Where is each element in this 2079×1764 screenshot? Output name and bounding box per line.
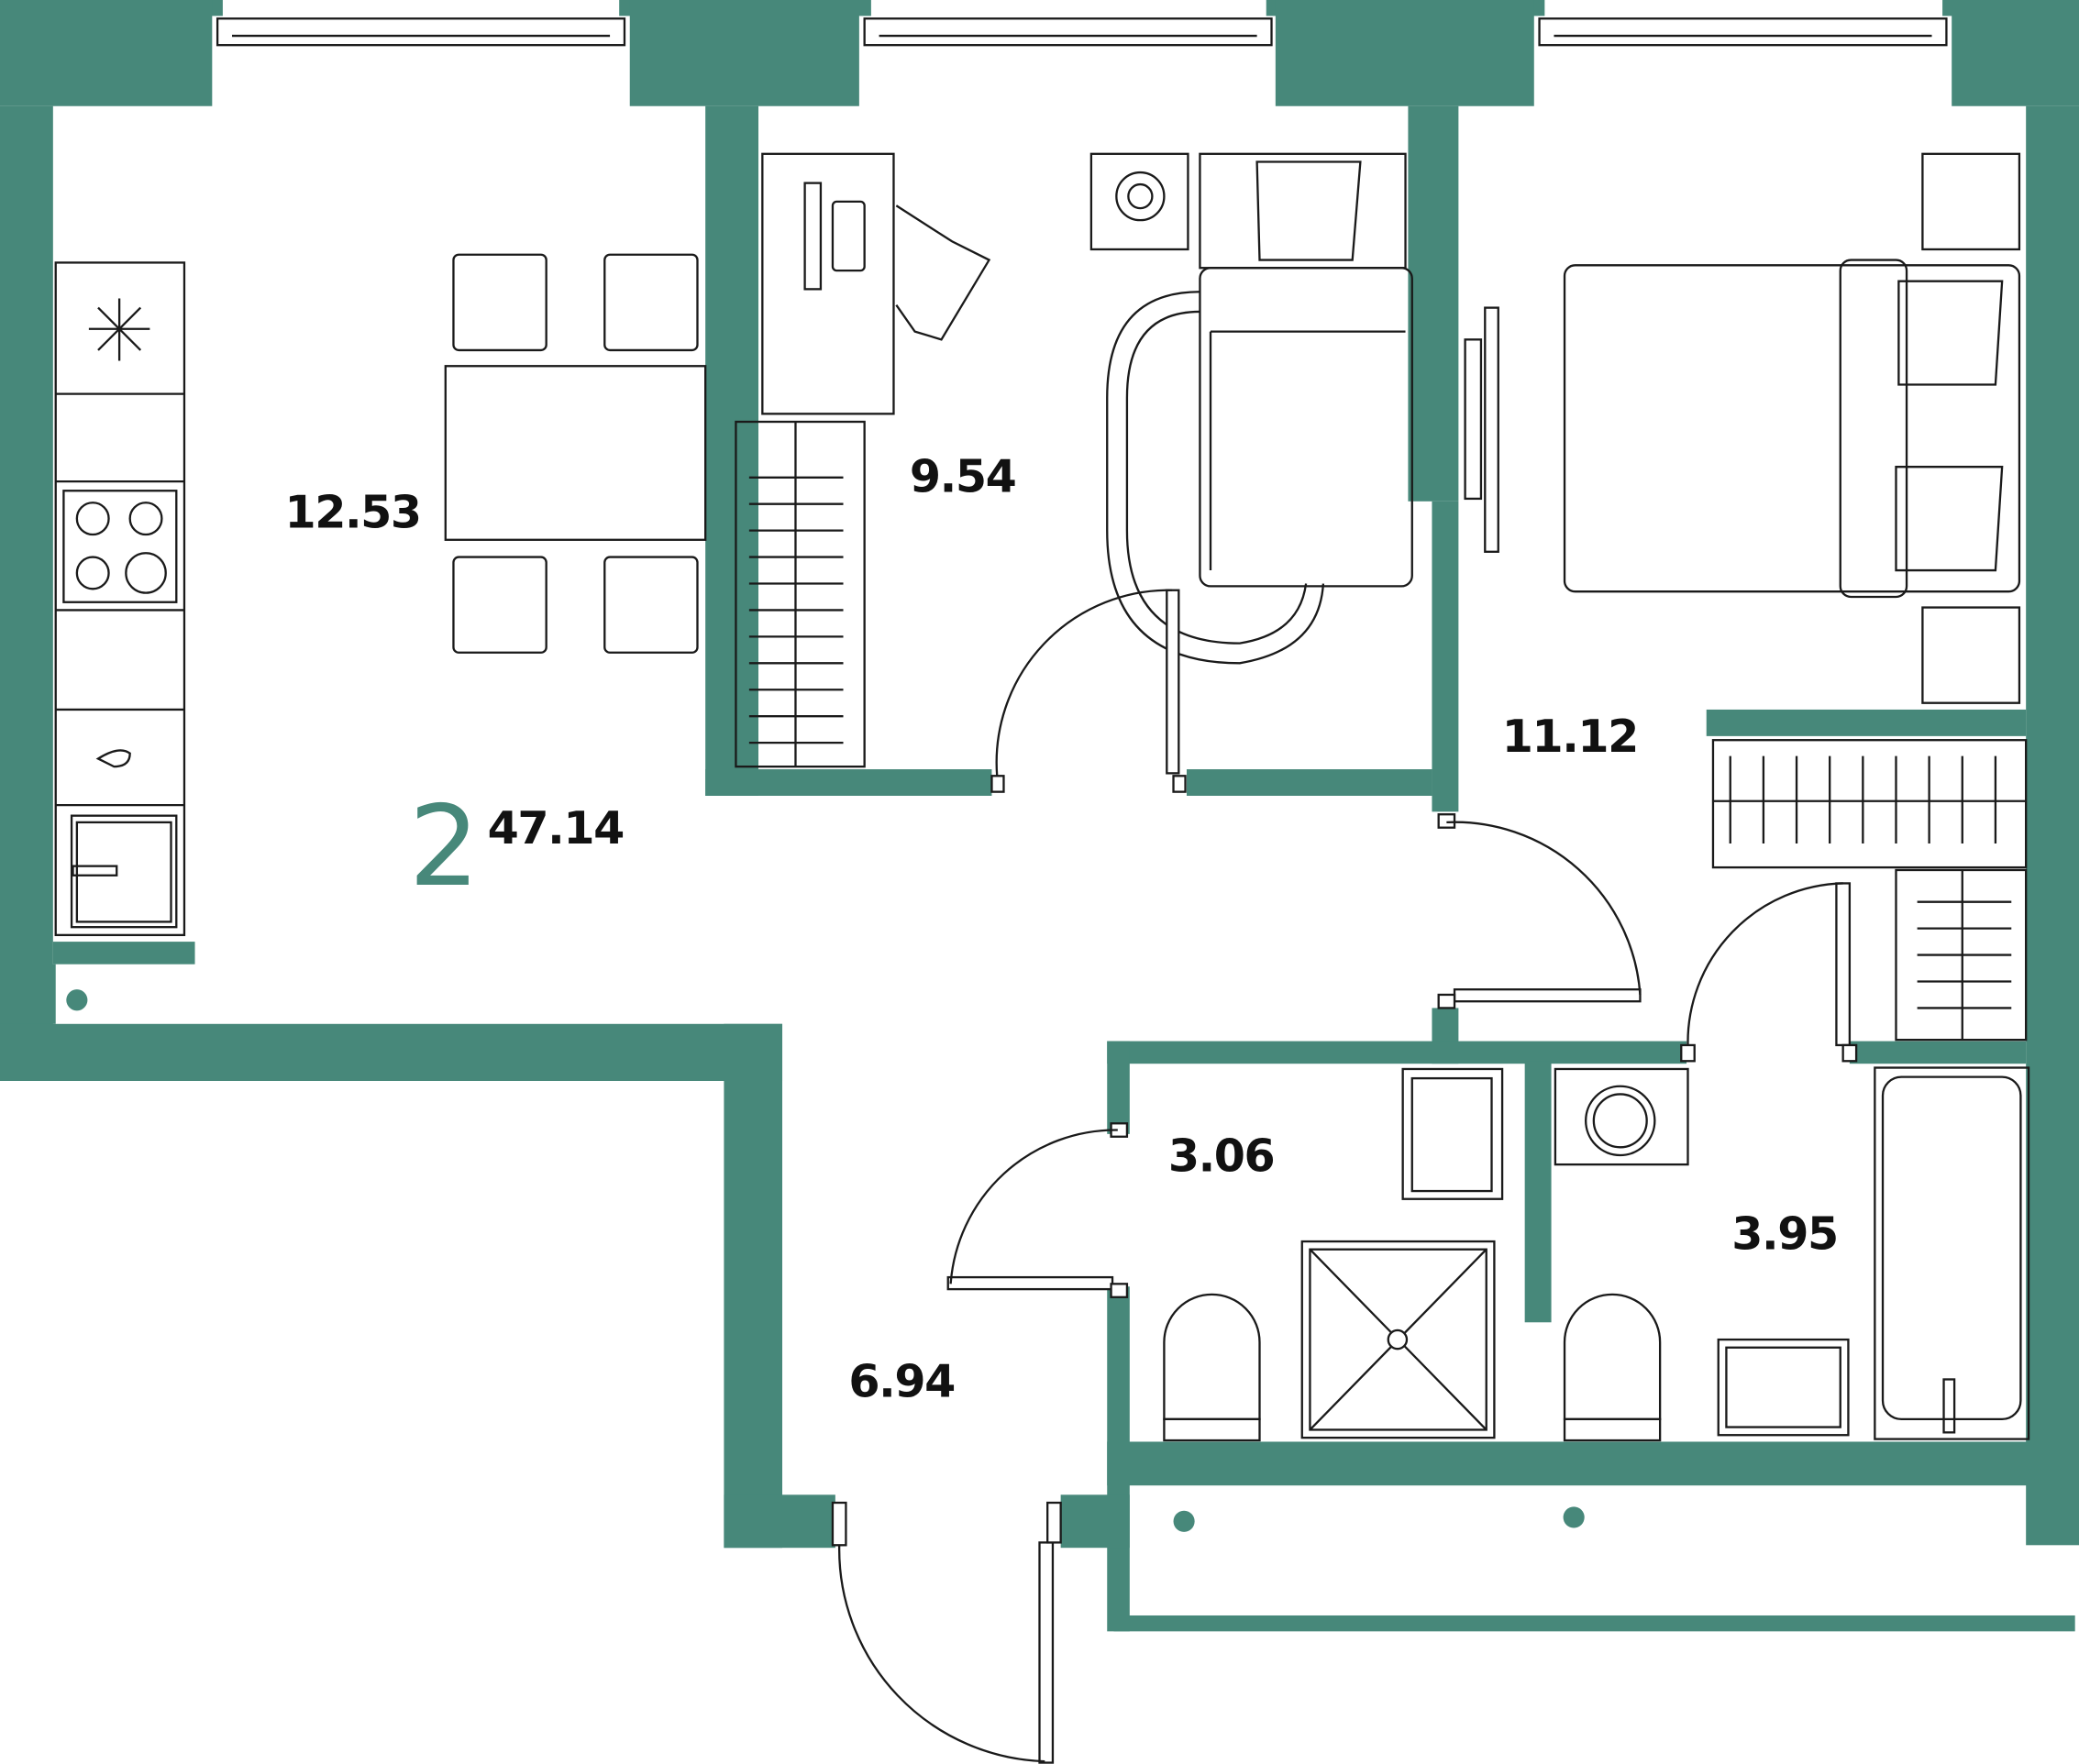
wardrobe [735, 420, 866, 768]
doors [831, 589, 1858, 1764]
room-area-label: 6.94 [848, 1354, 954, 1407]
double-bed [1464, 152, 2021, 704]
riser-dot [1173, 1510, 1195, 1532]
room-area-label: 9.54 [910, 450, 1015, 503]
desk [761, 152, 991, 415]
room-area-label: 12.53 [284, 486, 420, 539]
walls [0, 0, 2079, 1632]
room-area-label: 3.06 [1168, 1129, 1274, 1182]
room-area-label: 3.95 [1731, 1207, 1837, 1261]
snowflake-fridge-icon [88, 298, 150, 361]
kitchen-unit [54, 261, 186, 937]
stove-icon [62, 490, 178, 603]
bathroom-fixtures [1163, 1066, 2030, 1442]
windows [216, 17, 1948, 47]
bed [1089, 152, 1413, 665]
wardrobe-2 [1711, 739, 2028, 1042]
room-area-label: 11.12 [1502, 710, 1638, 763]
faucet-icon [95, 749, 131, 768]
oven-icon [70, 814, 178, 929]
rooms-count: 2 [409, 781, 480, 911]
riser-dot [66, 989, 88, 1011]
total-area-label: 47.14 [488, 801, 624, 854]
dining-table [444, 253, 707, 654]
riser-dot [1563, 1506, 1585, 1528]
